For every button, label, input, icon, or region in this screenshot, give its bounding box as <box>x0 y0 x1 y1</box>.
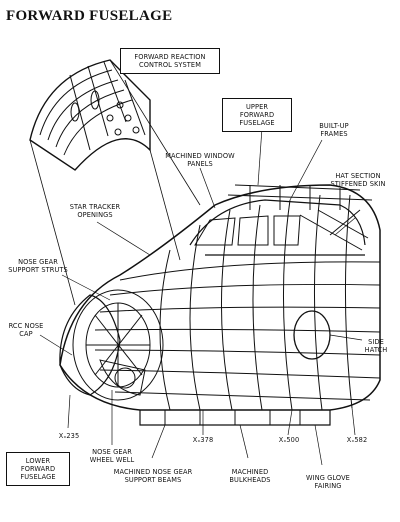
x-235-label: Xₓ235 <box>58 432 80 440</box>
nose-gear-support-struts-label: NOSE GEAR SUPPORT STRUTS <box>8 258 68 274</box>
fuselage-structure-drawing <box>59 184 381 426</box>
hat-section-skin-label: HAT SECTION STIFFENED SKIN <box>330 172 386 188</box>
machined-window-panels-label: MACHINED WINDOW PANELS <box>165 152 235 168</box>
page-title: FORWARD FUSELAGE <box>6 8 173 24</box>
side-hatch-label: SIDE HATCH <box>364 338 388 354</box>
star-tracker-openings-label: STAR TRACKER OPENINGS <box>69 203 121 219</box>
nose-gear-wheel-well-label: NOSE GEAR WHEEL WELL <box>89 448 135 464</box>
machined-bulkheads-label: MACHINED BULKHEADS <box>229 468 271 484</box>
x-500-label: Xₓ500 <box>278 436 300 444</box>
rcc-nose-cap-label: RCC NOSE CAP <box>8 322 44 338</box>
x-378-label: Xₓ378 <box>192 436 214 444</box>
lower-forward-fuselage-label: LOWER FORWARD FUSELAGE <box>6 452 70 486</box>
machined-nose-gear-beams-label: MACHINED NOSE GEAR SUPPORT BEAMS <box>113 468 193 484</box>
upper-forward-fuselage-label: UPPER FORWARD FUSELAGE <box>222 98 292 132</box>
leader-lines <box>39 127 363 466</box>
wing-glove-fairing-label: WING GLOVE FAIRING <box>306 474 350 490</box>
rcs-module-drawing <box>29 59 151 171</box>
forward-rcs-label: FORWARD REACTION CONTROL SYSTEM <box>120 48 220 74</box>
x-582-label: Xₓ582 <box>346 436 368 444</box>
built-up-frames-label: BUILT-UP FRAMES <box>319 122 349 138</box>
